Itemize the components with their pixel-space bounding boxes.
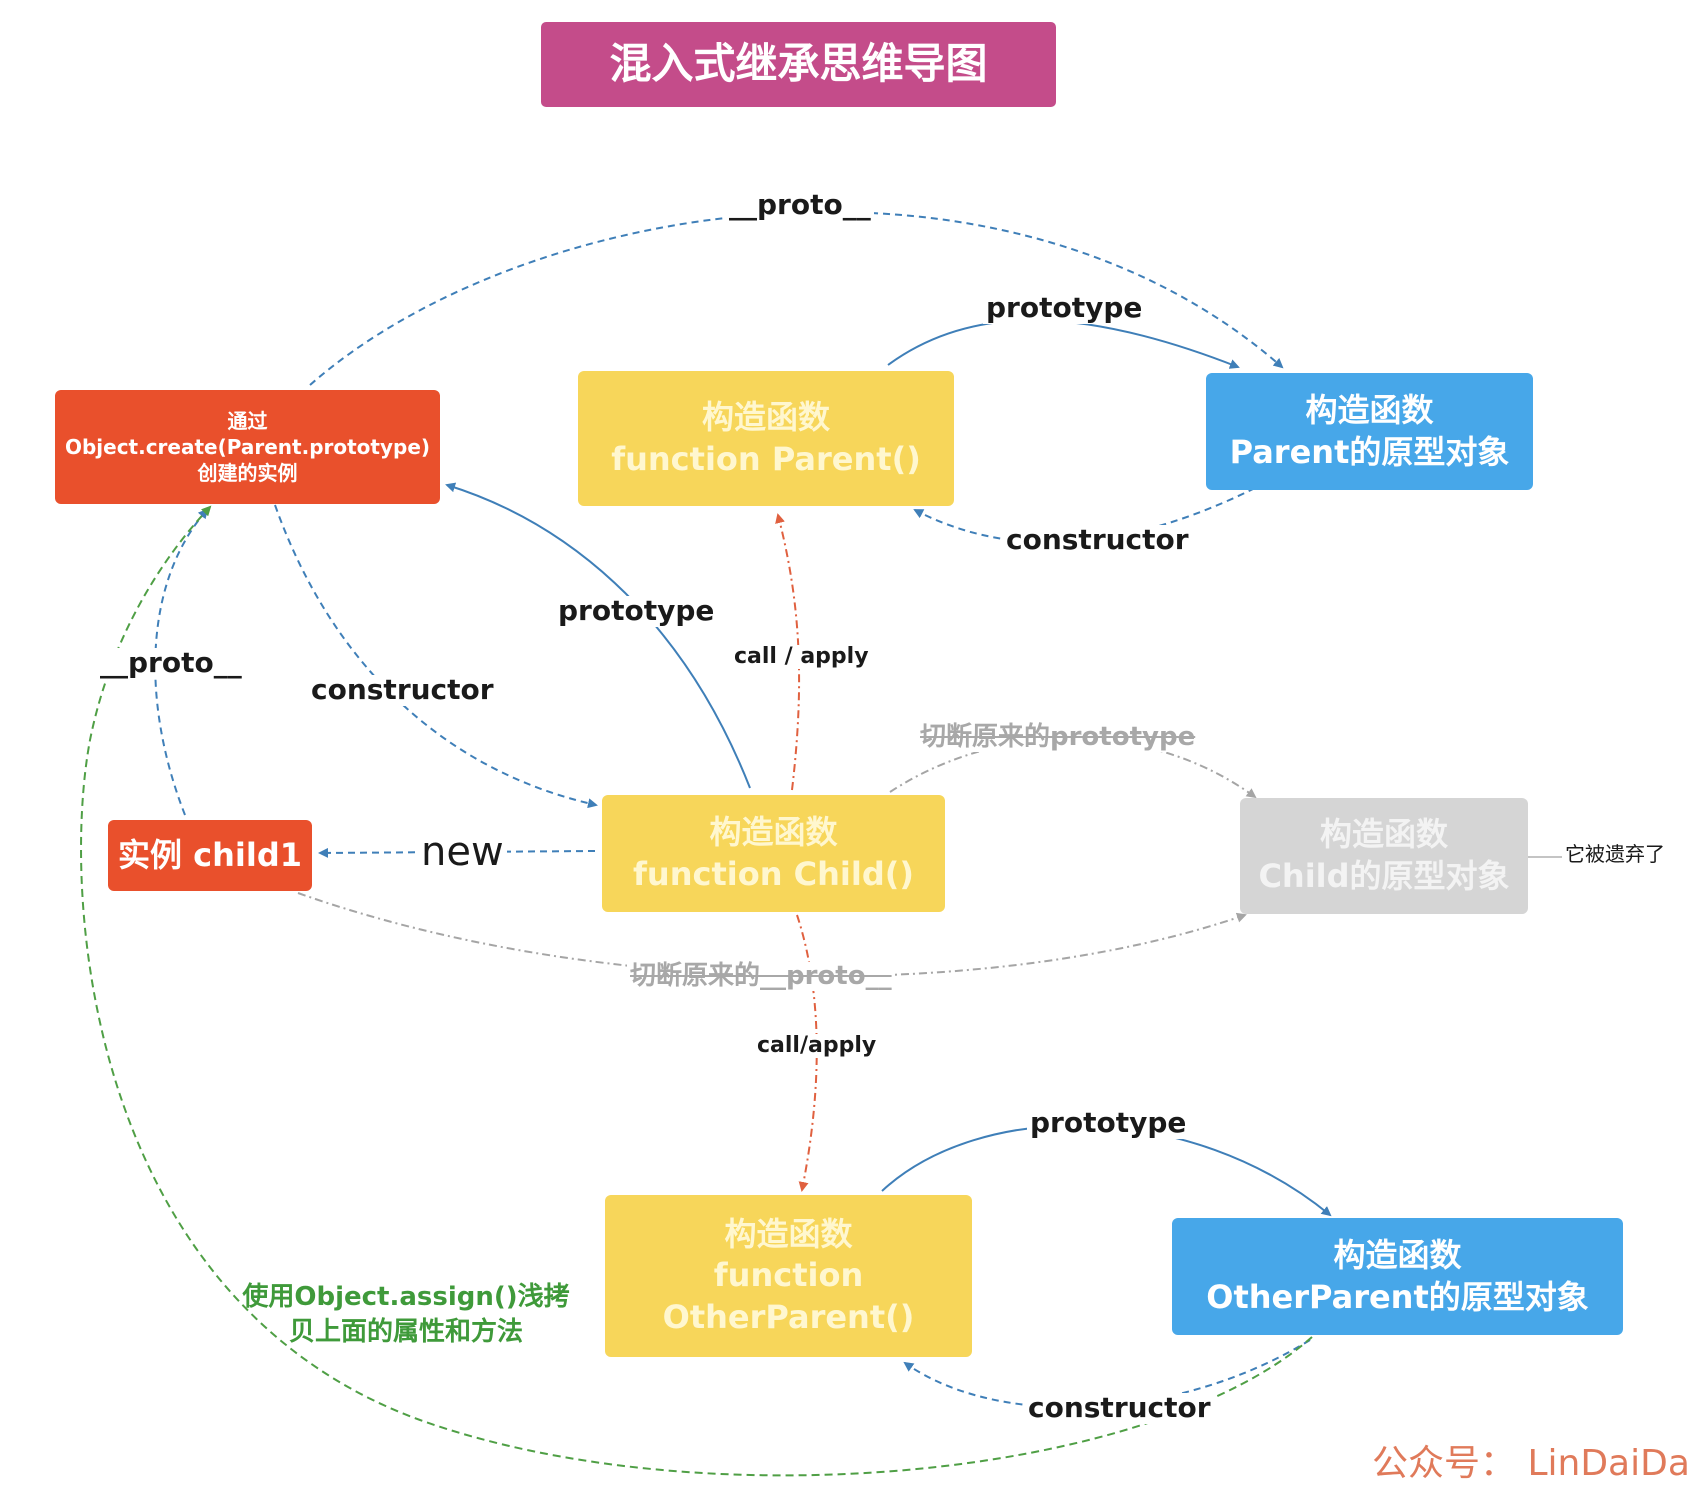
label-cut-prototype: 切断原来的prototype xyxy=(917,723,1199,752)
watermark: 公众号： LinDaiDai xyxy=(1372,1443,1690,1484)
label-prototype-parent: prototype xyxy=(983,292,1146,324)
edge-prototype-parent xyxy=(887,319,1240,369)
label-call-apply-parent: call / apply xyxy=(731,644,872,670)
edge-constructor-child xyxy=(274,504,598,809)
label-prototype-other: prototype xyxy=(1027,1107,1190,1139)
label-abandoned-note: 它被遗弃了 xyxy=(1562,843,1668,865)
label-assign-note: 使用Object.assign()浅拷贝上面的属性和方法 xyxy=(242,1282,570,1348)
edge-constructor-other xyxy=(903,1339,1311,1409)
edge-call-apply-parent xyxy=(775,513,801,791)
node-line: 构造函数 xyxy=(1305,390,1434,429)
label-proto-top: __proto__ xyxy=(726,189,874,221)
label-constructor-other: constructor xyxy=(1025,1392,1214,1424)
node-child-prototype-abandoned: 构造函数 Child的原型对象 xyxy=(1240,798,1528,914)
label-constructor-child: constructor xyxy=(308,674,497,706)
node-line: 构造函数 xyxy=(701,397,830,436)
node-line: 构造函数 xyxy=(724,1214,853,1253)
diagram-title: 混入式继承思维导图 xyxy=(541,22,1056,107)
label-constructor-parent: constructor xyxy=(1003,524,1192,556)
label-new: new xyxy=(418,830,507,874)
node-line: 通过 xyxy=(227,409,268,433)
node-line: 构造函数 xyxy=(709,812,838,851)
node-line: 构造函数 xyxy=(1319,815,1448,854)
label-call-apply-other: call/apply xyxy=(754,1033,880,1059)
edge-cut-proto xyxy=(297,892,1247,978)
node-otherparent-prototype: 构造函数 OtherParent的原型对象 xyxy=(1172,1218,1623,1335)
node-parent-prototype: 构造函数 Parent的原型对象 xyxy=(1206,373,1533,490)
node-parent-constructor: 构造函数 function Parent() xyxy=(578,371,954,506)
node-line: 构造函数 xyxy=(1333,1235,1462,1274)
node-line: OtherParent的原型对象 xyxy=(1206,1277,1589,1316)
node-line: function Parent() xyxy=(611,439,921,478)
node-line: function Child() xyxy=(633,854,914,893)
node-child1-instance: 实例 child1 xyxy=(108,820,312,891)
edge-proto-left xyxy=(154,508,209,816)
node-line: OtherParent() xyxy=(662,1297,915,1336)
node-line: 创建的实例 xyxy=(197,461,298,485)
node-line: Object.create(Parent.prototype) xyxy=(64,435,431,459)
node-child-constructor: 构造函数 function Child() xyxy=(602,795,945,912)
node-line: Child的原型对象 xyxy=(1258,857,1510,895)
label-proto-left: __proto__ xyxy=(97,647,245,679)
node-otherparent-constructor: 构造函数 function OtherParent() xyxy=(605,1195,972,1357)
node-line: function xyxy=(713,1256,864,1295)
node-line: Parent的原型对象 xyxy=(1229,432,1510,471)
edge-prototype-child xyxy=(445,482,751,789)
node-object-create-instance: 通过 Object.create(Parent.prototype) 创建的实例 xyxy=(55,390,440,504)
node-line: 实例 child1 xyxy=(117,835,302,874)
label-prototype-child: prototype xyxy=(555,595,718,627)
label-cut-proto: 切断原来的__proto__ xyxy=(627,962,895,991)
